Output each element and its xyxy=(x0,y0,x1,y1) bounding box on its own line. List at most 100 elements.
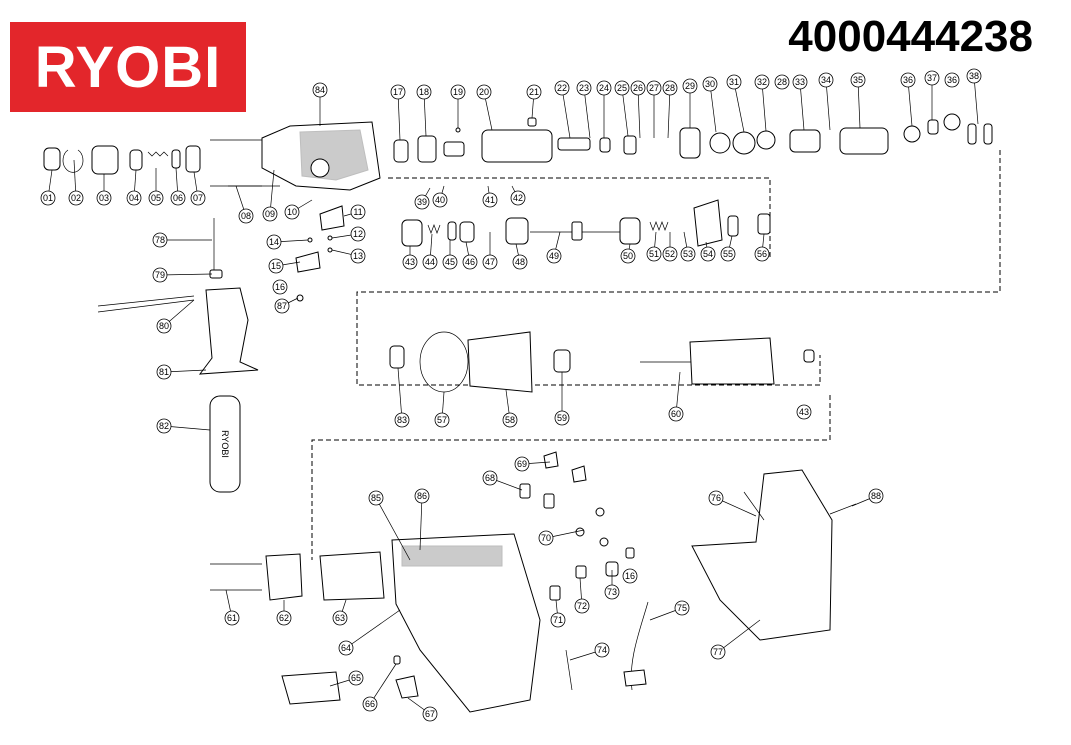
leader-line-38 xyxy=(973,75,979,125)
callout-circle-22 xyxy=(554,80,570,96)
callout-circle-63 xyxy=(332,610,348,626)
callout-circle-37 xyxy=(924,70,940,86)
callout-circle-21 xyxy=(526,84,542,100)
callout-circle-66 xyxy=(362,696,378,712)
callout-circle-01 xyxy=(40,190,56,206)
callout-circle-59 xyxy=(554,410,570,426)
callout-circle-14 xyxy=(266,234,282,250)
callout-label-19: 19 xyxy=(453,87,463,97)
callout-label-70: 70 xyxy=(541,533,551,543)
callout-label-69: 69 xyxy=(517,459,527,469)
callout-label-35: 35 xyxy=(853,75,863,85)
callout-label-73: 73 xyxy=(607,587,617,597)
callout-circle-57 xyxy=(434,412,450,428)
callout-label-28: 28 xyxy=(777,77,787,87)
callout-label-56: 56 xyxy=(757,249,767,259)
callout-label-42: 42 xyxy=(513,193,523,203)
callout-label-87: 87 xyxy=(277,301,287,311)
callout-label-67: 67 xyxy=(425,709,435,719)
callout-label-16: 16 xyxy=(625,571,635,581)
callout-label-41: 41 xyxy=(485,195,495,205)
callout-label-64: 64 xyxy=(341,643,351,653)
callout-label-26: 26 xyxy=(633,83,643,93)
side-handle: RYOBI xyxy=(97,218,259,493)
callout-circle-48 xyxy=(512,254,528,270)
callout-label-79: 79 xyxy=(155,270,165,280)
leader-line-77 xyxy=(717,619,761,653)
logo-text: RYOBI xyxy=(34,34,222,100)
callout-circle-27 xyxy=(646,80,662,96)
leader-line-35 xyxy=(857,79,861,129)
housing-half xyxy=(691,469,857,641)
callout-circle-73 xyxy=(604,584,620,600)
callout-circle-80 xyxy=(156,318,172,334)
callout-circle-33 xyxy=(792,74,808,90)
callout-circle-45 xyxy=(442,254,458,270)
callout-label-23: 23 xyxy=(579,83,589,93)
callout-label-84: 84 xyxy=(315,85,325,95)
callout-label-57: 57 xyxy=(437,415,447,425)
leader-line-22 xyxy=(561,87,571,139)
callout-circle-55 xyxy=(720,246,736,262)
callout-label-66: 66 xyxy=(365,699,375,709)
chuck-parts xyxy=(43,139,262,187)
callout-circle-30 xyxy=(702,76,718,92)
callout-label-51: 51 xyxy=(649,249,659,259)
callout-label-88: 88 xyxy=(871,491,881,501)
callout-circle-20 xyxy=(476,84,492,100)
callout-label-16: 16 xyxy=(275,282,285,292)
callout-label-44: 44 xyxy=(425,257,435,267)
callout-label-30: 30 xyxy=(705,79,715,89)
callout-circle-78 xyxy=(152,232,168,248)
callout-circle-05 xyxy=(148,190,164,206)
callout-label-82: 82 xyxy=(159,421,169,431)
callout-circle-77 xyxy=(710,644,726,660)
handle-grip-text: RYOBI xyxy=(220,430,230,458)
callout-label-83: 83 xyxy=(397,415,407,425)
callout-label-40: 40 xyxy=(435,195,445,205)
callout-circle-70 xyxy=(538,530,554,546)
leader-line-82 xyxy=(163,425,211,431)
callout-circle-26 xyxy=(630,80,646,96)
leader-line-85 xyxy=(375,497,411,561)
callout-label-60: 60 xyxy=(671,409,681,419)
electrical-parts xyxy=(519,451,649,691)
callout-circle-25 xyxy=(614,80,630,96)
callout-circle-46 xyxy=(462,254,478,270)
callout-circle-81 xyxy=(156,364,172,380)
callout-label-71: 71 xyxy=(553,615,563,625)
callout-circle-86 xyxy=(414,488,430,504)
callout-label-12: 12 xyxy=(353,229,363,239)
motor-parts xyxy=(389,331,815,393)
callout-label-37: 37 xyxy=(927,73,937,83)
callout-label-29: 29 xyxy=(685,81,695,91)
callout-circle-43 xyxy=(402,254,418,270)
leader-line-32 xyxy=(761,81,767,132)
callout-circle-07 xyxy=(190,190,206,206)
callout-circle-52 xyxy=(662,246,678,262)
callout-label-62: 62 xyxy=(279,613,289,623)
callout-label-48: 48 xyxy=(515,257,525,267)
callout-circle-83 xyxy=(394,412,410,428)
callout-label-61: 61 xyxy=(227,613,237,623)
callout-circle-36 xyxy=(944,72,960,88)
callout-label-46: 46 xyxy=(465,257,475,267)
callout-label-36: 36 xyxy=(903,75,913,85)
callout-label-68: 68 xyxy=(485,473,495,483)
callout-label-58: 58 xyxy=(505,415,515,425)
callout-label-31: 31 xyxy=(729,77,739,87)
callout-circle-42 xyxy=(510,190,526,206)
callout-label-32: 32 xyxy=(757,77,767,87)
leader-line-64 xyxy=(345,609,401,649)
callout-label-11: 11 xyxy=(353,207,362,217)
callout-circle-62 xyxy=(276,610,292,626)
callout-circle-85 xyxy=(368,490,384,506)
leader-line-17 xyxy=(397,91,401,141)
callout-circle-88 xyxy=(868,488,884,504)
callout-circle-18 xyxy=(416,84,432,100)
callout-label-47: 47 xyxy=(485,257,495,267)
callout-label-59: 59 xyxy=(557,413,567,423)
callout-circle-82 xyxy=(156,418,172,434)
small-parts xyxy=(228,185,345,302)
callout-label-08: 08 xyxy=(241,211,251,221)
